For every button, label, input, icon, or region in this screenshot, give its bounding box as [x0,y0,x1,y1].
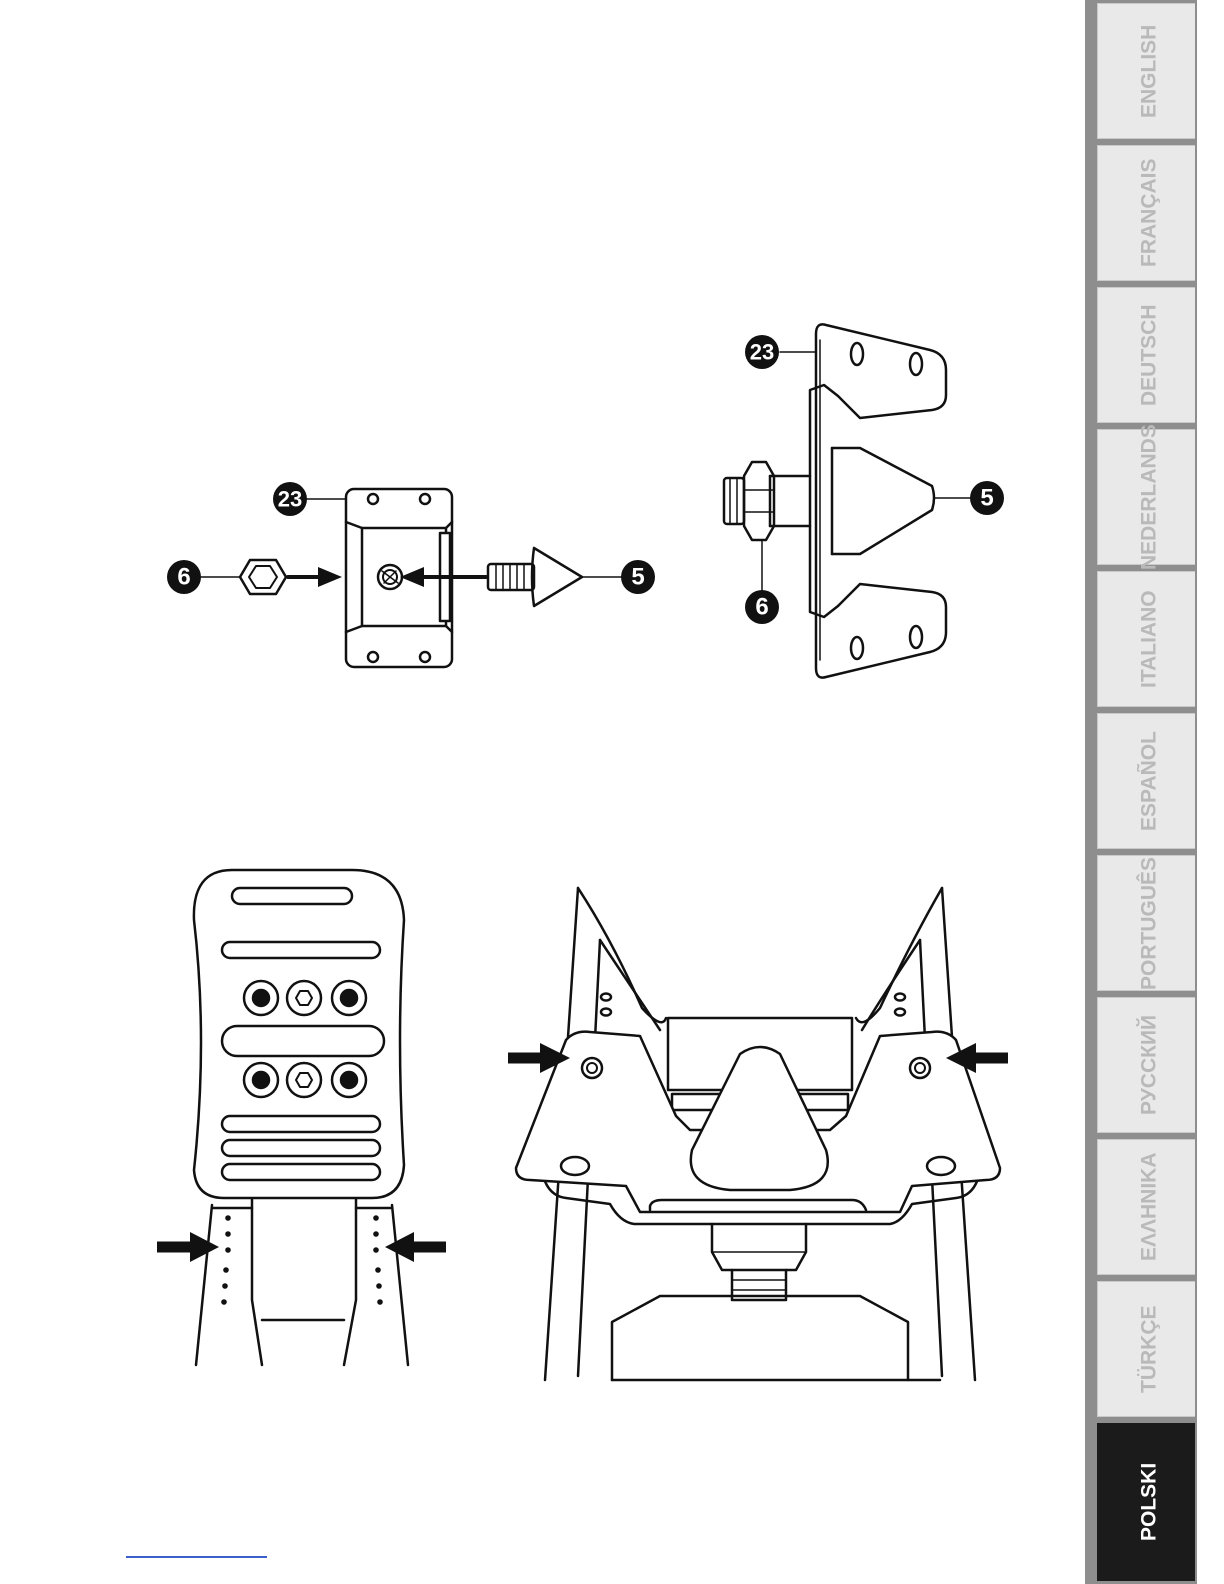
arrow-nut-to-plate [288,567,342,587]
tab-label: ITALIANO [1104,572,1195,706]
tab-english[interactable]: ENGLISH [1097,3,1195,139]
pedal-arm [196,1198,408,1365]
callout-5-b: 5 [970,481,1004,515]
callout-label: 23 [750,340,774,365]
tab-espanol[interactable]: ESPAÑOL [1097,713,1195,849]
cone-bolt-exploded [488,548,582,606]
callout-23-a: 23 [273,482,307,516]
callout-5-a: 5 [621,560,655,594]
illustration-canvas: 23 6 5 23 5 6 [0,0,1080,1584]
callout-label: 5 [631,564,644,591]
tab-deutsch[interactable]: DEUTSCH [1097,287,1195,423]
hex-nut-exploded [240,560,286,594]
tab-label: ΕΛΛΗΝΙΚΑ [1104,1140,1195,1274]
tab-label: NEDERLANDS [1104,430,1195,564]
tab-label: DEUTSCH [1104,288,1195,422]
tab-label: PORTUGUÊS [1104,856,1195,990]
tab-label: РУССКИЙ [1104,998,1195,1132]
tab-portugues[interactable]: PORTUGUÊS [1097,855,1195,991]
footer-rule [126,1556,267,1558]
tab-turkce[interactable]: TÜRKÇE [1097,1281,1195,1417]
callout-6-b: 6 [745,590,779,624]
tab-label: FRANÇAIS [1104,146,1195,280]
pedal-plate [194,870,404,1198]
tab-label: TÜRKÇE [1104,1282,1195,1416]
tab-francais[interactable]: FRANÇAIS [1097,145,1195,281]
tab-russian[interactable]: РУССКИЙ [1097,997,1195,1133]
callout-23-b: 23 [745,335,779,369]
bracket-assembled [724,324,946,677]
tab-label: ESPAÑOL [1104,714,1195,848]
tab-label: ENGLISH [1104,4,1195,138]
tab-polski[interactable]: POLSKI [1097,1423,1195,1581]
callout-6-a: 6 [167,560,201,594]
callout-label: 5 [980,485,993,512]
callout-label: 6 [755,594,768,621]
callout-label: 6 [177,564,190,591]
tab-greek[interactable]: ΕΛΛΗΝΙΚΑ [1097,1139,1195,1275]
tab-label: POLSKI [1104,1424,1195,1580]
callout-label: 23 [278,487,302,512]
mounting-bracket [516,1032,1000,1300]
tab-nederlands[interactable]: NEDERLANDS [1097,429,1195,565]
tab-italiano[interactable]: ITALIANO [1097,571,1195,707]
